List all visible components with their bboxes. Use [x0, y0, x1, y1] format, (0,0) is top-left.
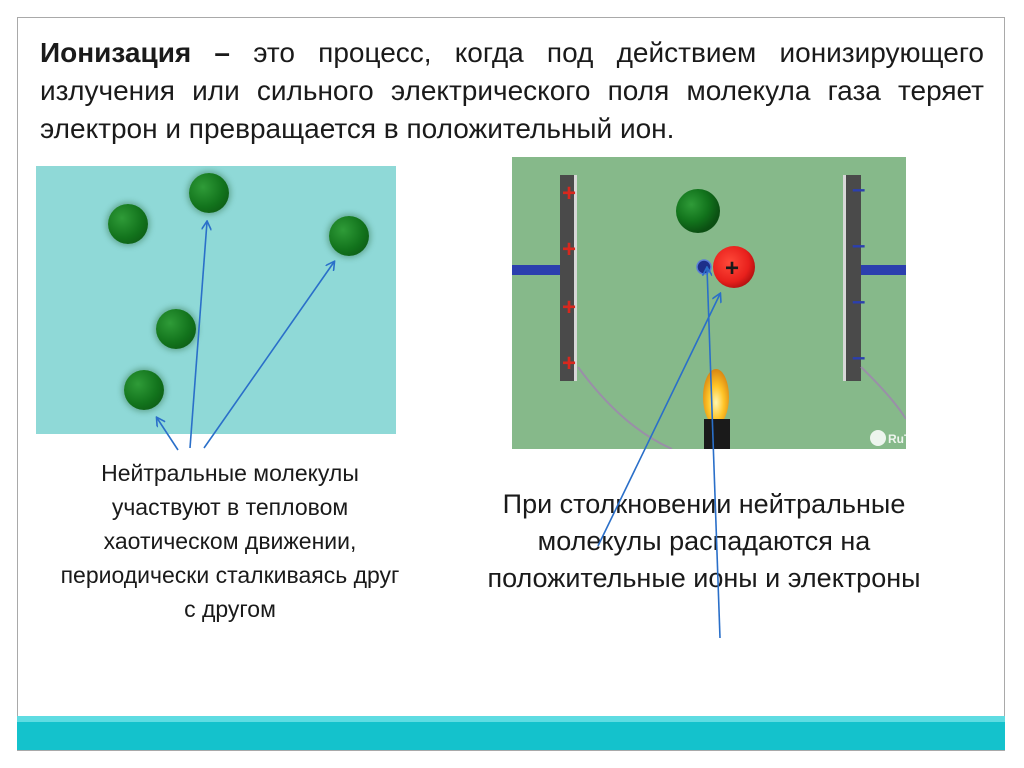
definition-text: Ионизация – это процесс, когда под дейст…	[40, 34, 984, 148]
collision-caption: При столкновении нейтральные молекулы ра…	[487, 489, 921, 593]
left-wire	[577, 366, 673, 449]
plus-sign: +	[562, 294, 576, 321]
ionization-image: + + + + – – – –	[512, 157, 906, 449]
ionization-scene: + + + + – – – –	[512, 175, 906, 449]
plus-sign: +	[562, 236, 576, 263]
definition-body: это процесс, когда под действием ионизир…	[40, 37, 985, 144]
minus-sign: –	[852, 344, 865, 371]
neutral-molecule	[189, 173, 229, 213]
definition-term: Ионизация –	[40, 37, 231, 68]
flame-icon	[703, 369, 729, 425]
minus-sign: –	[852, 176, 865, 203]
negative-plate	[845, 175, 861, 381]
right-wire	[860, 366, 906, 420]
neutral-molecule	[676, 189, 720, 233]
electron	[696, 259, 712, 275]
neutral-molecules-image	[36, 166, 396, 434]
plus-sign: +	[562, 180, 576, 207]
minus-sign: –	[852, 288, 865, 315]
ion-plus-sign: +	[725, 255, 739, 282]
footer-bar	[17, 716, 1005, 750]
positive-plate	[560, 175, 576, 381]
positive-ion	[713, 246, 755, 288]
neutral-molecule	[329, 216, 369, 256]
right-rod	[858, 265, 906, 275]
plus-sign: +	[562, 350, 576, 377]
neutral-molecule	[124, 370, 164, 410]
neutral-molecule	[156, 309, 196, 349]
watermark: RuTube	[888, 432, 906, 446]
neutral-molecule	[108, 204, 148, 244]
minus-sign: –	[852, 232, 865, 259]
burner	[704, 419, 730, 449]
neutral-molecules-caption: Нейтральные молекулы участвуют в теплово…	[60, 460, 400, 622]
left-rod	[512, 265, 560, 275]
